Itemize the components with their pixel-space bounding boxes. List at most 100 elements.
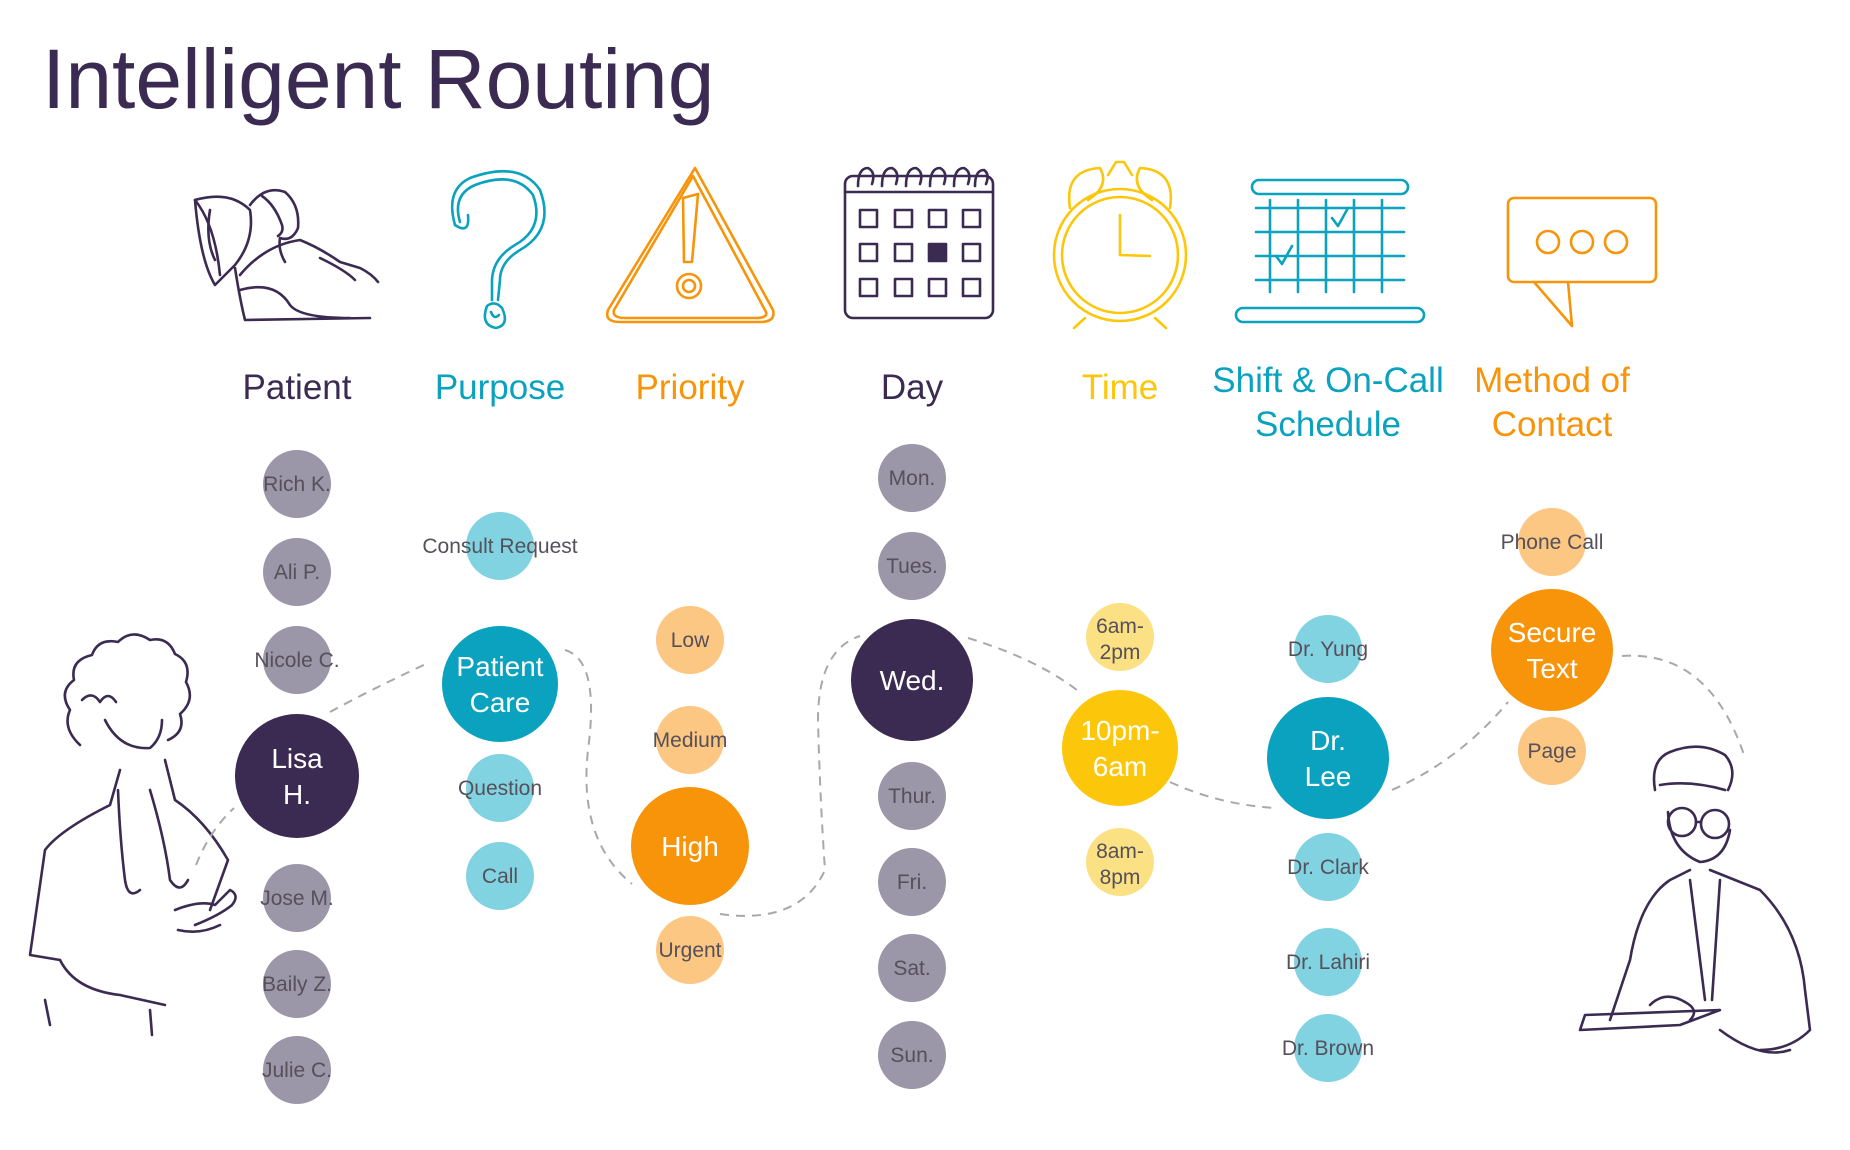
option-node-circle bbox=[263, 538, 331, 606]
node-patient-rich-k[interactable]: Rich K. bbox=[263, 450, 331, 518]
node-purpose-consult-request[interactable]: Consult Request bbox=[422, 512, 578, 580]
connector-purpose-to-priority bbox=[564, 649, 633, 885]
option-node-circle bbox=[1086, 828, 1154, 896]
column-label-line: Shift & On-Call bbox=[1212, 361, 1443, 400]
node-label-line: 6am bbox=[1093, 751, 1147, 782]
node-label: Julie C. bbox=[262, 1059, 332, 1082]
node-label: Consult Request bbox=[422, 535, 577, 558]
node-day-tues[interactable]: Tues. bbox=[878, 532, 946, 600]
node-label: Sun. bbox=[890, 1044, 933, 1067]
node-shift-dr-brown[interactable]: Dr. Brown bbox=[1282, 1014, 1374, 1082]
node-label: Nicole C. bbox=[254, 649, 339, 672]
node-patient-jose-m[interactable]: Jose M. bbox=[260, 864, 334, 932]
node-method-phone-call[interactable]: Phone Call bbox=[1501, 508, 1604, 576]
column-label-patient: Patient bbox=[243, 368, 352, 407]
node-patient-julie-c[interactable]: Julie C. bbox=[262, 1036, 332, 1104]
option-node-circle bbox=[1294, 615, 1362, 683]
node-priority-low[interactable]: Low bbox=[656, 606, 724, 674]
node-shift-dr-lahiri[interactable]: Dr. Lahiri bbox=[1286, 928, 1370, 996]
column-label-day: Day bbox=[881, 368, 944, 407]
node-day-wed[interactable]: Wed. bbox=[851, 619, 973, 741]
column-label-purpose: Purpose bbox=[435, 368, 565, 407]
node-label: Dr. Clark bbox=[1287, 856, 1369, 879]
node-time-6am-2pm[interactable]: 6am-2pm bbox=[1086, 603, 1154, 671]
option-node-circle bbox=[263, 626, 331, 694]
node-label-line: 8pm bbox=[1100, 866, 1141, 889]
connector-nurse-to-patient bbox=[195, 807, 235, 866]
option-node-circle bbox=[1294, 1014, 1362, 1082]
node-label-line: Care bbox=[470, 687, 531, 718]
option-node-circle bbox=[656, 606, 724, 674]
node-label: Dr. Lahiri bbox=[1286, 951, 1370, 974]
node-label: Dr. Brown bbox=[1282, 1037, 1374, 1060]
column-label-line: Patient bbox=[243, 368, 352, 407]
column-label-line: Purpose bbox=[435, 368, 565, 407]
node-label: Rich K. bbox=[263, 473, 331, 496]
node-label-line: 2pm bbox=[1100, 641, 1141, 664]
routing-path bbox=[195, 635, 1746, 917]
option-node-circle bbox=[1294, 833, 1362, 901]
node-label: Urgent bbox=[658, 939, 721, 962]
node-label-line: Patient bbox=[456, 651, 543, 682]
node-label: Baily Z. bbox=[262, 973, 332, 996]
column-label-line: Schedule bbox=[1255, 405, 1401, 444]
node-day-mon[interactable]: Mon. bbox=[878, 444, 946, 512]
column-label-line: Priority bbox=[636, 368, 745, 407]
column-label-time: Time bbox=[1082, 368, 1158, 407]
node-priority-urgent[interactable]: Urgent bbox=[656, 916, 724, 984]
option-node-circle bbox=[878, 762, 946, 830]
node-time-8am-8pm[interactable]: 8am-8pm bbox=[1086, 828, 1154, 896]
option-node-circle bbox=[263, 1036, 331, 1104]
option-node-circle bbox=[878, 934, 946, 1002]
node-shift-dr-clark[interactable]: Dr. Clark bbox=[1287, 833, 1369, 901]
node-method-page[interactable]: Page bbox=[1518, 717, 1586, 785]
node-label: Dr.Lee bbox=[1305, 725, 1352, 792]
node-label-line: Dr. bbox=[1310, 725, 1346, 756]
selected-node-circle bbox=[1267, 697, 1389, 819]
node-label: Tues. bbox=[886, 555, 938, 578]
patient-in-bed-icon bbox=[193, 188, 380, 322]
node-label: Sat. bbox=[893, 957, 930, 980]
node-priority-high[interactable]: High bbox=[631, 787, 749, 905]
calendar-icon bbox=[843, 166, 995, 320]
node-purpose-call[interactable]: Call bbox=[466, 842, 534, 910]
node-time-10pm-6am[interactable]: 10pm-6am bbox=[1062, 690, 1178, 806]
option-node-circle bbox=[656, 706, 724, 774]
connector-day-to-time bbox=[967, 637, 1083, 695]
node-label: High bbox=[661, 831, 719, 862]
connector-priority-to-day bbox=[719, 635, 861, 917]
connector-shift-to-method bbox=[1391, 701, 1509, 791]
node-shift-dr-lee[interactable]: Dr.Lee bbox=[1267, 697, 1389, 819]
node-day-sat[interactable]: Sat. bbox=[878, 934, 946, 1002]
node-patient-ali-p[interactable]: Ali P. bbox=[263, 538, 331, 606]
option-node-circle bbox=[878, 1021, 946, 1089]
node-priority-medium[interactable]: Medium bbox=[653, 706, 728, 774]
node-day-thur[interactable]: Thur. bbox=[878, 762, 946, 830]
option-node-circle bbox=[466, 754, 534, 822]
node-label-line: Text bbox=[1526, 653, 1578, 684]
node-label: Phone Call bbox=[1501, 531, 1604, 554]
column-label-line: Day bbox=[881, 368, 944, 407]
column-label-line: Method of bbox=[1474, 361, 1630, 400]
selected-node-circle bbox=[1062, 690, 1178, 806]
column-label-line: Time bbox=[1082, 368, 1158, 407]
node-patient-nicole-c[interactable]: Nicole C. bbox=[254, 626, 340, 694]
option-node-circle bbox=[656, 916, 724, 984]
node-day-sun[interactable]: Sun. bbox=[878, 1021, 946, 1089]
selected-node-circle bbox=[631, 787, 749, 905]
connector-patient-to-purpose bbox=[329, 661, 431, 713]
connector-time-to-shift bbox=[1169, 781, 1277, 809]
selected-node-circle bbox=[235, 714, 359, 838]
node-day-fri[interactable]: Fri. bbox=[878, 848, 946, 916]
option-node-circle bbox=[878, 532, 946, 600]
node-shift-dr-yung[interactable]: Dr. Yung bbox=[1288, 615, 1368, 683]
schedule-grid-icon bbox=[1234, 178, 1426, 324]
node-label: 6am-2pm bbox=[1096, 615, 1144, 664]
node-purpose-question[interactable]: Question bbox=[458, 754, 542, 822]
node-patient-baily-z[interactable]: Baily Z. bbox=[262, 950, 332, 1018]
